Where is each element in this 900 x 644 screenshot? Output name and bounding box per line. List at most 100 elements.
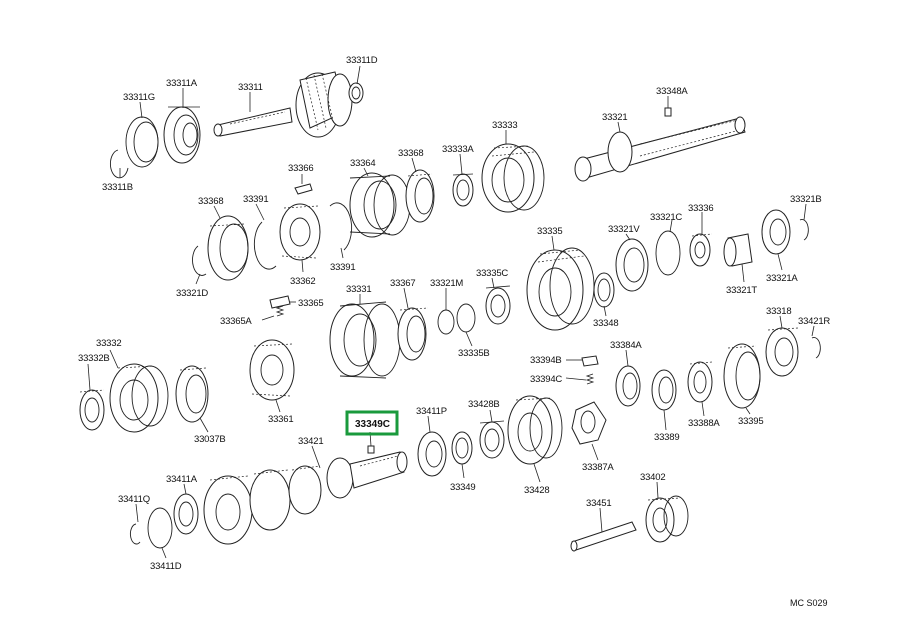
spring-33365a xyxy=(275,305,285,317)
label-33366: 33366 xyxy=(288,163,313,174)
snap-ring-33421r xyxy=(811,337,821,359)
gear-33388a xyxy=(687,361,713,403)
label-33388a: 33388A xyxy=(688,418,720,429)
spring-33394c xyxy=(585,373,595,385)
label-33384a: 33384A xyxy=(610,340,642,351)
counter-shaft-33421 xyxy=(203,451,408,545)
label-33365: 33365 xyxy=(298,298,323,309)
leader-lines xyxy=(87,65,815,559)
output-shaft-33321 xyxy=(574,116,746,182)
ball-33349c xyxy=(367,445,375,454)
bearing-33321v xyxy=(615,238,649,292)
label-33411q: 33411Q xyxy=(118,494,150,505)
snap-ring-33321b xyxy=(799,219,809,241)
ball-33348a xyxy=(664,107,672,117)
ring-33368-left xyxy=(207,215,249,281)
input-shaft-33311 xyxy=(213,71,353,138)
label-33335b: 33335B xyxy=(458,348,490,359)
label-33331: 33331 xyxy=(346,284,371,295)
ring-33411p xyxy=(417,431,447,477)
label-33365a: 33365A xyxy=(220,316,252,327)
bearing-33411a xyxy=(173,493,199,535)
label-33362: 33362 xyxy=(290,276,315,287)
shaft-33451 xyxy=(570,521,637,552)
gear-33402 xyxy=(645,495,689,543)
label-33335c: 33335C xyxy=(476,268,508,279)
gear-33332 xyxy=(109,363,169,433)
label-33348: 33348 xyxy=(593,318,618,329)
label-33387a: 33387A xyxy=(582,462,614,473)
ring-33384a xyxy=(615,365,641,407)
snap-ring-33391-left xyxy=(253,221,277,270)
label-33395: 33395 xyxy=(738,416,763,427)
key-33394b xyxy=(581,355,599,367)
sleeve-33364 xyxy=(349,172,411,238)
label-33368-top: 33368 xyxy=(398,148,423,159)
label-33394b: 33394B xyxy=(530,355,562,366)
label-33332: 33332 xyxy=(96,338,121,349)
snap-ring-33391-right xyxy=(329,202,353,251)
label-33421r: 33421R xyxy=(798,316,830,327)
label-33411p: 33411P xyxy=(416,406,447,417)
highlight-box-33349c xyxy=(345,410,399,436)
hub-33361 xyxy=(249,339,295,401)
label-33321v: 33321V xyxy=(608,224,640,235)
bearing-33332b xyxy=(79,389,105,431)
bearing-33333a xyxy=(452,173,474,207)
sleeve-33331 xyxy=(329,301,401,379)
gear-33336 xyxy=(689,233,713,267)
ring-33389 xyxy=(651,369,677,411)
label-33361: 33361 xyxy=(268,414,293,425)
label-33311g: 33311G xyxy=(123,92,155,103)
label-33311d: 33311D xyxy=(346,55,378,66)
label-33411a: 33411A xyxy=(166,474,198,485)
gear-33428 xyxy=(507,395,563,465)
label-33421: 33421 xyxy=(298,436,323,447)
label-33335: 33335 xyxy=(537,226,562,237)
label-33402: 33402 xyxy=(640,472,665,483)
label-33332b: 33332B xyxy=(78,353,110,364)
footer-code: MC S029 xyxy=(790,598,828,608)
label-33321d: 33321D xyxy=(176,288,208,299)
label-33311a: 33311A xyxy=(166,78,198,89)
label-33311: 33311 xyxy=(238,82,263,93)
label-33391-a: 33391 xyxy=(243,194,268,205)
label-33349c-highlighted[interactable]: 33349C xyxy=(355,419,390,430)
label-33411d: 33411D xyxy=(150,561,182,572)
label-33333a: 33333A xyxy=(442,144,474,155)
label-33321: 33321 xyxy=(602,112,627,123)
label-33037b: 33037B xyxy=(194,434,226,445)
label-33368-left: 33368 xyxy=(198,196,223,207)
label-33451: 33451 xyxy=(586,498,611,509)
label-33349: 33349 xyxy=(450,482,475,493)
label-33321a: 33321A xyxy=(766,273,798,284)
snap-ring-33311g xyxy=(125,116,159,168)
label-33333: 33333 xyxy=(492,120,517,131)
label-33394c: 33394C xyxy=(530,374,562,385)
label-33389: 33389 xyxy=(654,432,679,443)
label-33428: 33428 xyxy=(524,485,549,496)
bearing-33321a xyxy=(761,209,791,255)
bearing-33428b xyxy=(479,420,505,459)
part-labels: 33311G 33311A 33311 33311D 33311B 33348A… xyxy=(78,55,831,572)
spacer-33321t xyxy=(723,233,753,267)
sleeve-33395 xyxy=(723,343,761,409)
label-33428b: 33428B xyxy=(468,399,500,410)
snap-ring-33311b xyxy=(109,149,129,179)
ring-33037b xyxy=(175,365,209,423)
bearing-33318 xyxy=(765,327,799,377)
washer-33348 xyxy=(593,272,615,308)
gear-33333 xyxy=(481,143,545,213)
gear-33335 xyxy=(526,247,595,331)
bearing-33311a xyxy=(163,106,201,164)
key-33366 xyxy=(294,183,313,195)
label-33391-b: 33391 xyxy=(330,262,355,273)
snap-ring-33335b xyxy=(456,303,476,333)
ring-33368-top xyxy=(405,169,435,223)
label-33321b: 33321B xyxy=(790,194,822,205)
hub-33362 xyxy=(279,203,321,261)
label-33336: 33336 xyxy=(688,203,713,214)
snap-ring-33411q xyxy=(129,523,141,545)
